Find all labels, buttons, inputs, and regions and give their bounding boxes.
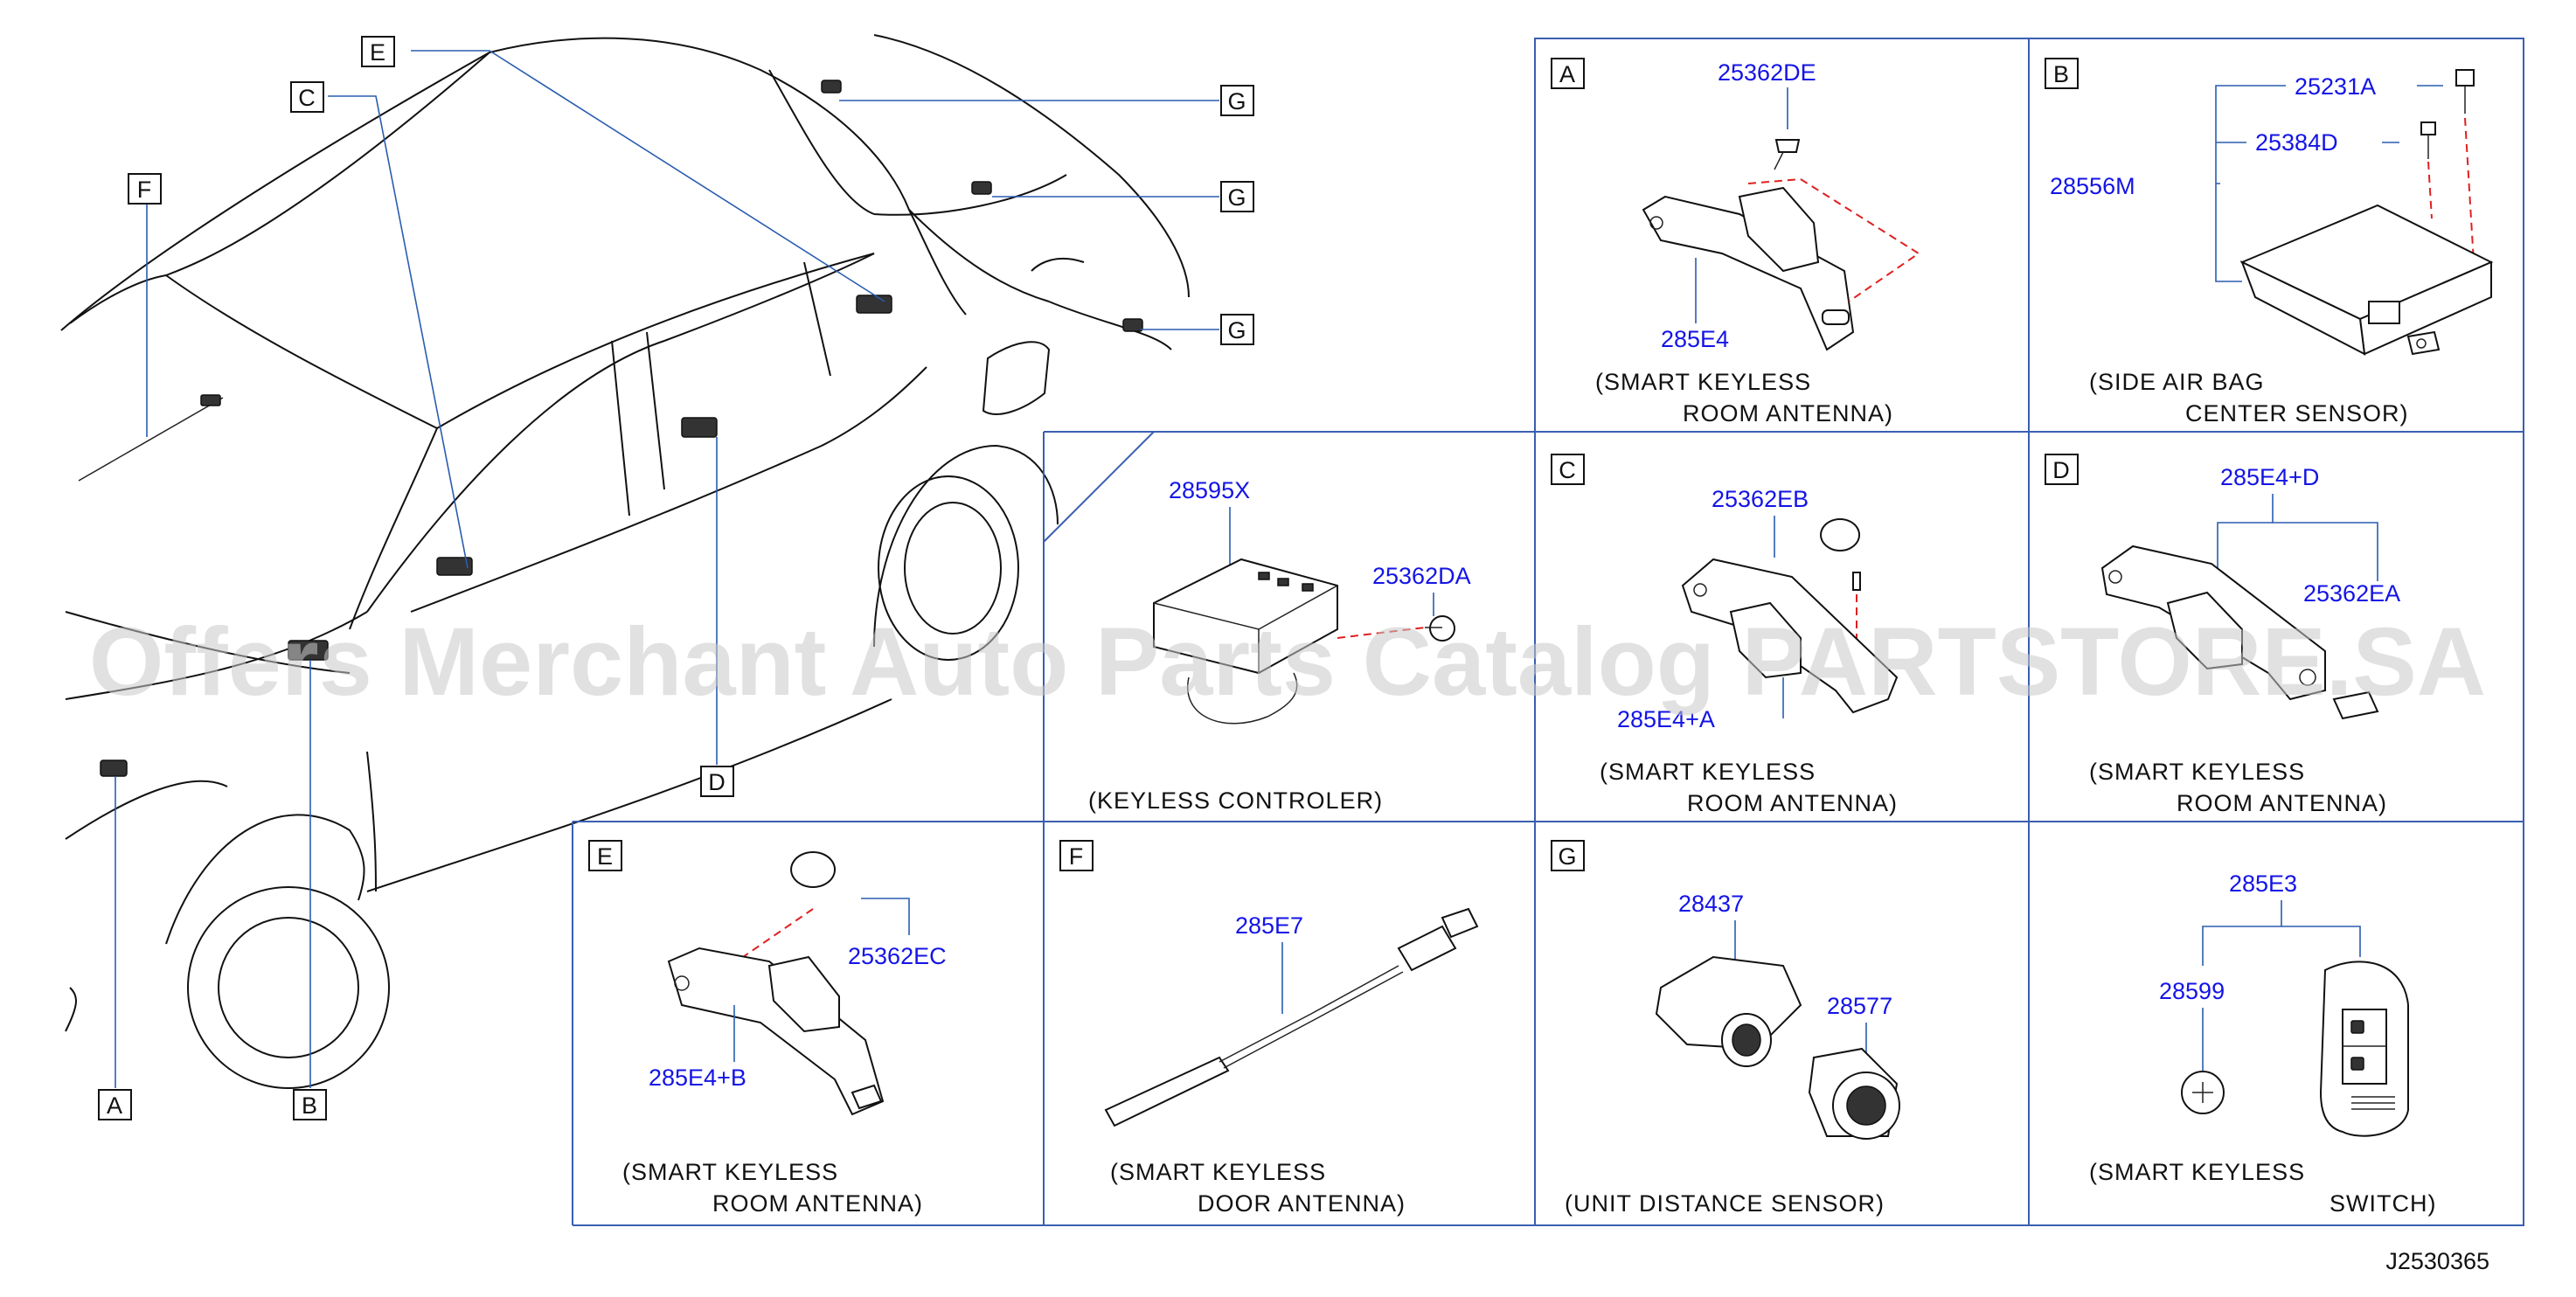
antenna-c-icon xyxy=(436,557,473,576)
callout-f: F xyxy=(128,173,162,205)
callout-g-3: G xyxy=(1220,314,1254,345)
bolt-icon xyxy=(2455,69,2475,87)
panel-c-letter: C xyxy=(1559,457,1576,483)
part-number-25362ec: 25362EC xyxy=(848,943,947,969)
panel-e-letter: E xyxy=(597,843,613,870)
lock-button-icon xyxy=(2350,1020,2364,1034)
keyless-controller-unit xyxy=(1153,558,1338,675)
panel-a-caption-1: (SMART KEYLESS xyxy=(1595,369,1811,395)
panel-frames xyxy=(572,38,2524,1226)
panel-d: D 285E4+D 25362EA (SMART KEYLESS ROOM AN… xyxy=(2045,454,2400,816)
callout-g-1: G xyxy=(1220,85,1254,116)
vehicle-overview: E C F G G G D A xyxy=(60,34,1254,1120)
panel-d-caption-2: ROOM ANTENNA) xyxy=(2177,790,2387,816)
clip-ea-icon xyxy=(2332,690,2379,720)
switch-caption-1: (SMART KEYLESS xyxy=(2089,1159,2305,1185)
panel-e-caption-1: (SMART KEYLESS xyxy=(622,1159,838,1185)
part-number-25362da: 25362DA xyxy=(1372,563,1471,589)
door-antenna-bar xyxy=(1104,1056,1230,1127)
antenna-a-icon xyxy=(100,759,128,777)
clip-ec-icon xyxy=(790,851,836,888)
sensor-b-icon xyxy=(288,640,329,661)
antenna-f-cable xyxy=(78,397,224,482)
part-number-285e4-d: 285E4+D xyxy=(2220,464,2319,490)
antenna-bracket-e xyxy=(667,947,885,1116)
part-number-285e4-a: 285E4+A xyxy=(1617,706,1715,732)
part-number-285e4: 285E4 xyxy=(1661,326,1729,352)
panel-d-caption-1: (SMART KEYLESS xyxy=(2089,759,2305,785)
antenna-e-icon xyxy=(856,295,892,314)
panel-f: F 285E7 (SMART KEYLESS DOOR ANTENNA) xyxy=(1059,840,1479,1217)
svg-text:C: C xyxy=(298,85,316,111)
callout-b: B xyxy=(293,1089,327,1120)
panel-e-caption-2: ROOM ANTENNA) xyxy=(712,1190,923,1217)
part-number-28556m: 28556M xyxy=(2050,173,2135,199)
switch-caption-2: SWITCH) xyxy=(2330,1190,2436,1217)
panel-f-caption-1: (SMART KEYLESS xyxy=(1110,1159,1326,1185)
panel-g: G 28437 28577 (UNIT DISTANCE SENSOR) xyxy=(1551,840,1900,1217)
svg-text:E: E xyxy=(370,39,385,66)
callout-a: A xyxy=(98,1089,132,1120)
svg-text:G: G xyxy=(1227,88,1246,114)
part-number-285e3: 285E3 xyxy=(2229,870,2297,897)
watermark: Offers Merchant Auto Parts Catalog PARTS… xyxy=(89,608,2486,716)
antenna-d-icon xyxy=(681,417,718,438)
connector-icon xyxy=(1397,925,1457,972)
antenna-bracket-a xyxy=(1642,195,1855,351)
part-number-25362ea: 25362EA xyxy=(2303,580,2400,607)
panel-e: E 25362EC 285E4+B (SMART KEYLESS ROOM AN… xyxy=(588,840,947,1217)
panel-g-letter: G xyxy=(1558,843,1576,870)
panel-a: A 25362DE 285E4 (SMART KEYLESS ROOM ANTE… xyxy=(1551,58,1920,427)
part-number-25231a: 25231A xyxy=(2295,73,2376,100)
panel-keyless-switch: 285E3 28599 (SMART KEYLESS SWITCH) xyxy=(2089,870,2436,1217)
part-number-285e7: 285E7 xyxy=(1235,912,1303,939)
svg-text:G: G xyxy=(1227,184,1246,211)
panel-keyless-controller: 28595X 25362DA (KEYLESS CONTROLER) xyxy=(1088,477,1471,814)
part-number-28595x: 28595X xyxy=(1169,477,1250,503)
svg-text:B: B xyxy=(302,1092,317,1119)
panel-b-letter: B xyxy=(2053,61,2069,87)
callout-g-2: G xyxy=(1220,181,1254,212)
sensor-g2-icon xyxy=(971,181,992,195)
panel-g-caption: (UNIT DISTANCE SENSOR) xyxy=(1565,1190,1885,1217)
part-number-25362de: 25362DE xyxy=(1718,59,1816,86)
svg-text:D: D xyxy=(708,769,726,795)
screw-icon xyxy=(1774,139,1801,153)
svg-text:G: G xyxy=(1227,317,1246,343)
panel-f-caption-2: DOOR ANTENNA) xyxy=(1198,1190,1406,1217)
part-number-28599: 28599 xyxy=(2159,978,2225,1004)
antenna-f-icon xyxy=(200,394,221,406)
part-number-25384d: 25384D xyxy=(2255,129,2338,156)
bolt-small-icon xyxy=(2420,121,2436,135)
panel-f-letter: F xyxy=(1069,843,1084,870)
diagram-id: J2530365 xyxy=(2385,1248,2489,1274)
panel-b: B 25231A 25384D 28556M (SIDE AIR BAG CEN… xyxy=(2045,58,2494,427)
keyless-caption: (KEYLESS CONTROLER) xyxy=(1088,787,1383,814)
part-number-28577: 28577 xyxy=(1827,993,1892,1019)
part-number-285e4-b: 285E4+B xyxy=(649,1065,746,1091)
sensor-g3-icon xyxy=(1122,318,1143,332)
panel-a-caption-2: ROOM ANTENNA) xyxy=(1683,400,1893,427)
panel-b-caption-1: (SIDE AIR BAG xyxy=(2089,369,2265,395)
panel-d-letter: D xyxy=(2052,457,2070,483)
sensor-g1-icon xyxy=(821,80,842,94)
svg-text:F: F xyxy=(137,177,152,203)
clip-eb-icon xyxy=(1820,518,1861,551)
part-number-25362eb: 25362EB xyxy=(1712,486,1809,512)
panel-c-caption-1: (SMART KEYLESS xyxy=(1600,759,1816,785)
callout-c: C xyxy=(290,81,324,113)
unlock-button-icon xyxy=(2350,1057,2364,1071)
panel-c-caption-2: ROOM ANTENNA) xyxy=(1687,790,1898,816)
screw-da-icon xyxy=(1429,614,1455,642)
callout-e: E xyxy=(361,36,395,67)
panel-a-letter: A xyxy=(1559,61,1575,87)
svg-text:A: A xyxy=(107,1092,122,1119)
panel-b-caption-2: CENTER SENSOR) xyxy=(2185,400,2409,427)
callout-d: D xyxy=(700,766,734,797)
part-number-28437: 28437 xyxy=(1678,891,1744,917)
panel-c: C 25362EB 285E4+A (SMART KEYLESS ROOM AN… xyxy=(1551,454,1899,816)
